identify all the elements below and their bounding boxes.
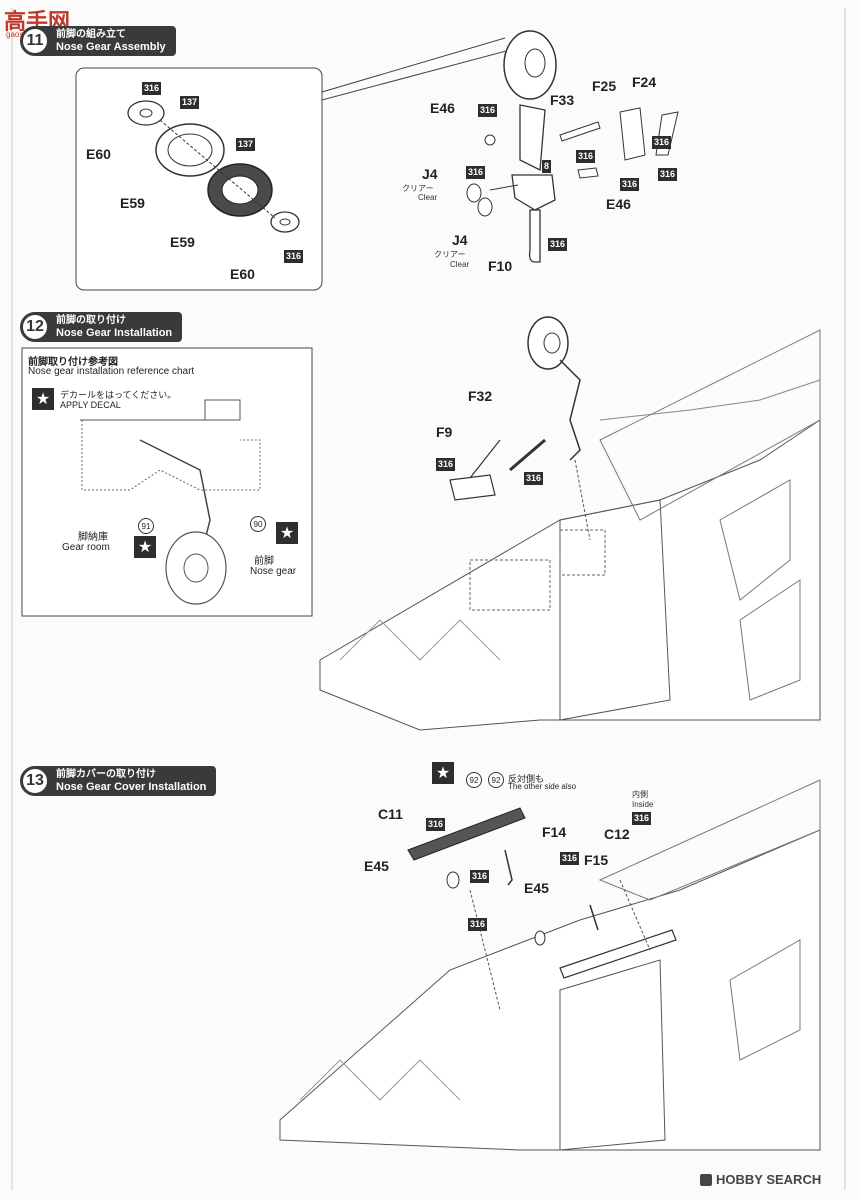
step-11-header: 11 前脚の組み立て Nose Gear Assembly bbox=[20, 26, 176, 56]
paint-code: 316 bbox=[560, 852, 580, 865]
decal-star-icon: ★ bbox=[432, 762, 454, 784]
ref-chart-title-en: Nose gear installation reference chart bbox=[28, 366, 195, 377]
decal-number: 92 bbox=[466, 772, 482, 788]
paint-code: 316 bbox=[466, 166, 486, 179]
step-title-jp: 前脚の取り付け bbox=[56, 315, 126, 326]
nose-gear-en: Nose gear bbox=[250, 566, 297, 577]
part-label: F10 bbox=[488, 258, 513, 274]
part-label: C12 bbox=[604, 826, 630, 842]
part-label: J4 bbox=[452, 232, 468, 248]
paint-code: 316 bbox=[468, 918, 488, 931]
nose-gear-jp: 前脚 bbox=[254, 556, 274, 567]
decal-note-en: APPLY DECAL bbox=[60, 400, 121, 410]
part-label: E46 bbox=[606, 196, 631, 212]
clear-label-jp: クリアー bbox=[402, 184, 434, 193]
part-label: E60 bbox=[86, 146, 111, 162]
other-side-en: The other side also bbox=[508, 782, 577, 791]
step-title-en: Nose Gear Installation bbox=[56, 327, 173, 339]
decal-number: 92 bbox=[488, 772, 504, 788]
part-label: C11 bbox=[378, 806, 403, 822]
paint-code: 316 bbox=[426, 818, 446, 831]
part-label: E59 bbox=[170, 234, 195, 250]
step-title-en: Nose Gear Cover Installation bbox=[56, 781, 207, 793]
gear-room-jp: 脚納庫 bbox=[78, 532, 108, 543]
decal-star-icon: ★ bbox=[32, 388, 54, 410]
part-label: E46 bbox=[430, 100, 455, 116]
inside-label-jp: 内側 bbox=[632, 790, 648, 799]
clear-label-en: Clear bbox=[450, 260, 470, 269]
footer-brand-text: HOBBY SEARCH bbox=[716, 1172, 822, 1187]
ref-chart-title-jp: 前脚取り付け参考図 bbox=[28, 357, 118, 368]
part-label: F25 bbox=[592, 78, 617, 94]
other-side-jp: 反対側も bbox=[508, 774, 545, 784]
paint-code: 316 bbox=[524, 472, 544, 485]
step-title-jp: 前脚カバーの取り付け bbox=[56, 769, 156, 780]
clear-label-en: Clear bbox=[418, 193, 438, 202]
decal-number: 90 bbox=[250, 516, 266, 532]
paint-code: 316 bbox=[478, 104, 498, 117]
step-number: 12 bbox=[20, 312, 50, 342]
part-label: F14 bbox=[542, 824, 567, 840]
paint-code: 316 bbox=[652, 136, 672, 149]
paint-code: 316 bbox=[470, 870, 490, 883]
gear-room-en: Gear room bbox=[62, 542, 110, 553]
paint-code: 316 bbox=[436, 458, 456, 471]
footer-brand: HOBBY SEARCH bbox=[700, 1172, 821, 1187]
part-label: E45 bbox=[364, 858, 389, 874]
paint-code: 316 bbox=[576, 150, 596, 163]
paint-code: 8 bbox=[542, 160, 552, 173]
paint-code: 316 bbox=[142, 82, 162, 95]
paint-code: 316 bbox=[632, 812, 652, 825]
paint-code: 316 bbox=[620, 178, 640, 191]
step-13-header: 13 前脚カバーの取り付け Nose Gear Cover Installati… bbox=[20, 766, 217, 796]
part-label: F24 bbox=[632, 74, 657, 90]
paint-code: 137 bbox=[236, 138, 256, 151]
part-label: J4 bbox=[422, 166, 438, 182]
step-title-jp: 前脚の組み立て bbox=[56, 29, 126, 40]
clear-label-jp: クリアー bbox=[434, 250, 466, 259]
part-label: E59 bbox=[120, 195, 145, 211]
step-number: 13 bbox=[20, 766, 50, 796]
part-label: F32 bbox=[468, 388, 493, 404]
part-label: F33 bbox=[550, 92, 575, 108]
decal-star-icon: ★ bbox=[134, 536, 156, 558]
paint-code: 316 bbox=[658, 168, 678, 181]
part-label: F15 bbox=[584, 852, 609, 868]
decal-note-jp: デカールをはってください。 bbox=[60, 390, 177, 400]
decal-star-icon: ★ bbox=[276, 522, 298, 544]
step-12-header: 12 前脚の取り付け Nose Gear Installation bbox=[20, 312, 183, 342]
decal-number: 91 bbox=[138, 518, 154, 534]
step-title-en: Nose Gear Assembly bbox=[56, 41, 166, 53]
paint-code: 316 bbox=[548, 238, 568, 251]
step-number: 11 bbox=[20, 26, 50, 56]
part-label: E60 bbox=[230, 266, 255, 282]
inside-label-en: Inside bbox=[632, 800, 654, 809]
brand-logo-icon bbox=[700, 1173, 712, 1186]
part-label: F9 bbox=[436, 424, 453, 440]
part-label: E45 bbox=[524, 880, 549, 896]
paint-code: 137 bbox=[180, 96, 200, 109]
paint-code: 316 bbox=[284, 250, 304, 263]
